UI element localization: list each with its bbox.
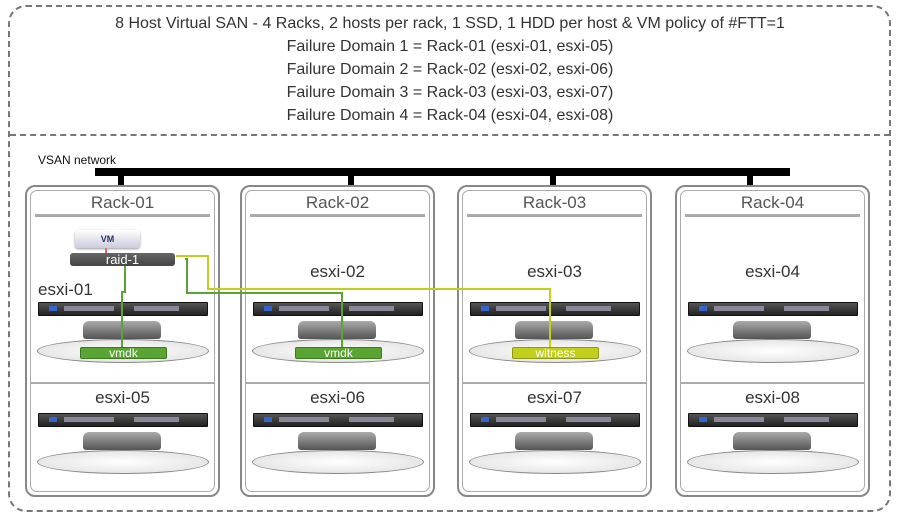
host-label: esxi-01	[38, 280, 93, 299]
server-icon	[688, 413, 858, 427]
link-vmdk-2	[185, 258, 343, 352]
link-vmdk-1	[121, 266, 126, 352]
rack-name: Rack-01	[90, 193, 155, 212]
network-tap	[747, 176, 753, 185]
server-icon	[688, 302, 858, 316]
failure-domain-4: Failure Domain 4 = Rack-04 (esxi-04, esx…	[286, 107, 614, 124]
host-label: esxi-06	[310, 388, 365, 407]
host-divider	[462, 382, 647, 384]
network-tap	[348, 176, 354, 185]
failure-domain-1: Failure Domain 1 = Rack-01 (esxi-01, esx…	[286, 38, 614, 55]
witness-component[interactable]: witness	[512, 347, 599, 359]
disk-icon	[733, 321, 811, 339]
disk-group-plate	[687, 450, 859, 474]
server-icon	[38, 413, 208, 427]
host-divider	[245, 382, 430, 384]
host-label: esxi-02	[310, 262, 365, 281]
failure-domain-3: Failure Domain 3 = Rack-03 (esxi-03, esx…	[286, 84, 614, 101]
disk-icon	[515, 321, 593, 339]
host-label: esxi-03	[527, 262, 582, 281]
server-icon	[470, 413, 640, 427]
host-label: esxi-08	[745, 388, 800, 407]
server-icon	[470, 302, 640, 316]
diagram-title: 8 Host Virtual SAN - 4 Racks, 2 hosts pe…	[115, 15, 785, 32]
network-label: VSAN network	[38, 153, 117, 167]
server-icon	[253, 302, 423, 316]
host-divider	[30, 382, 215, 384]
host-divider	[680, 382, 865, 384]
failure-domain-2: Failure Domain 2 = Rack-02 (esxi-02, esx…	[286, 61, 614, 78]
disk-icon	[515, 432, 593, 450]
network-tap	[118, 176, 124, 185]
disk-group-plate	[687, 339, 859, 363]
vmdk-component[interactable]: vmdk	[80, 347, 167, 359]
vm-icon: VM	[75, 230, 140, 248]
disk-icon	[83, 432, 161, 450]
disk-icon	[298, 321, 376, 339]
raid-1-object[interactable]: raid-1	[70, 253, 175, 266]
vmdk-component[interactable]: vmdk	[295, 347, 382, 359]
header-separator	[10, 134, 890, 136]
disk-icon	[733, 432, 811, 450]
host-label: esxi-05	[95, 388, 150, 407]
disk-group-plate	[37, 450, 209, 474]
vsan-network-bar	[95, 168, 790, 176]
rack-name: Rack-04	[740, 193, 805, 212]
host-label: esxi-04	[745, 262, 800, 281]
link-witness	[176, 255, 551, 352]
disk-group-plate	[252, 450, 424, 474]
rack-name: Rack-03	[522, 193, 587, 212]
host-label: esxi-07	[527, 388, 582, 407]
disk-icon	[298, 432, 376, 450]
server-icon	[253, 413, 423, 427]
network-tap	[550, 176, 556, 185]
diagram-frame	[8, 5, 891, 512]
disk-group-plate	[469, 450, 641, 474]
rack-name: Rack-02	[305, 193, 370, 212]
